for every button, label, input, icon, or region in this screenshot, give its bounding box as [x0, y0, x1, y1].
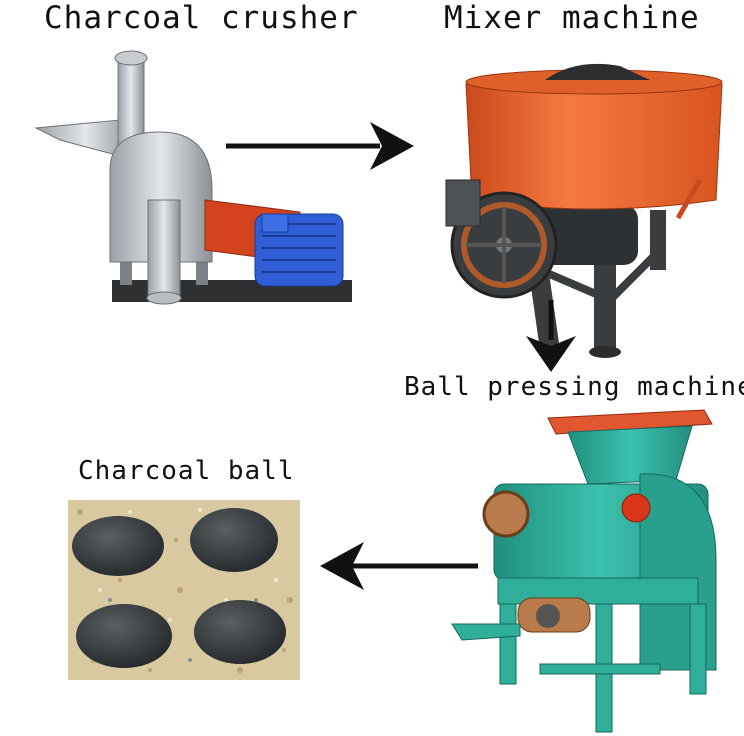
- step-label-mixer-machine: Mixer machine: [444, 0, 700, 36]
- step-label-charcoal-ball: Charcoal ball: [78, 456, 295, 486]
- arrow-crusher-to-mixer: [226, 122, 414, 170]
- mixer-machine-image: [445, 63, 723, 358]
- charcoal-ball-image: [68, 500, 300, 680]
- step-label-ball-pressing-machine: Ball pressing machine: [404, 372, 744, 402]
- ball-pressing-machine-image: [451, 409, 717, 733]
- charcoal-crusher-image: [34, 50, 352, 305]
- arrow-mixer-to-press: [526, 300, 576, 372]
- step-label-charcoal-crusher: Charcoal crusher: [44, 0, 359, 36]
- arrow-press-to-ball: [320, 542, 478, 590]
